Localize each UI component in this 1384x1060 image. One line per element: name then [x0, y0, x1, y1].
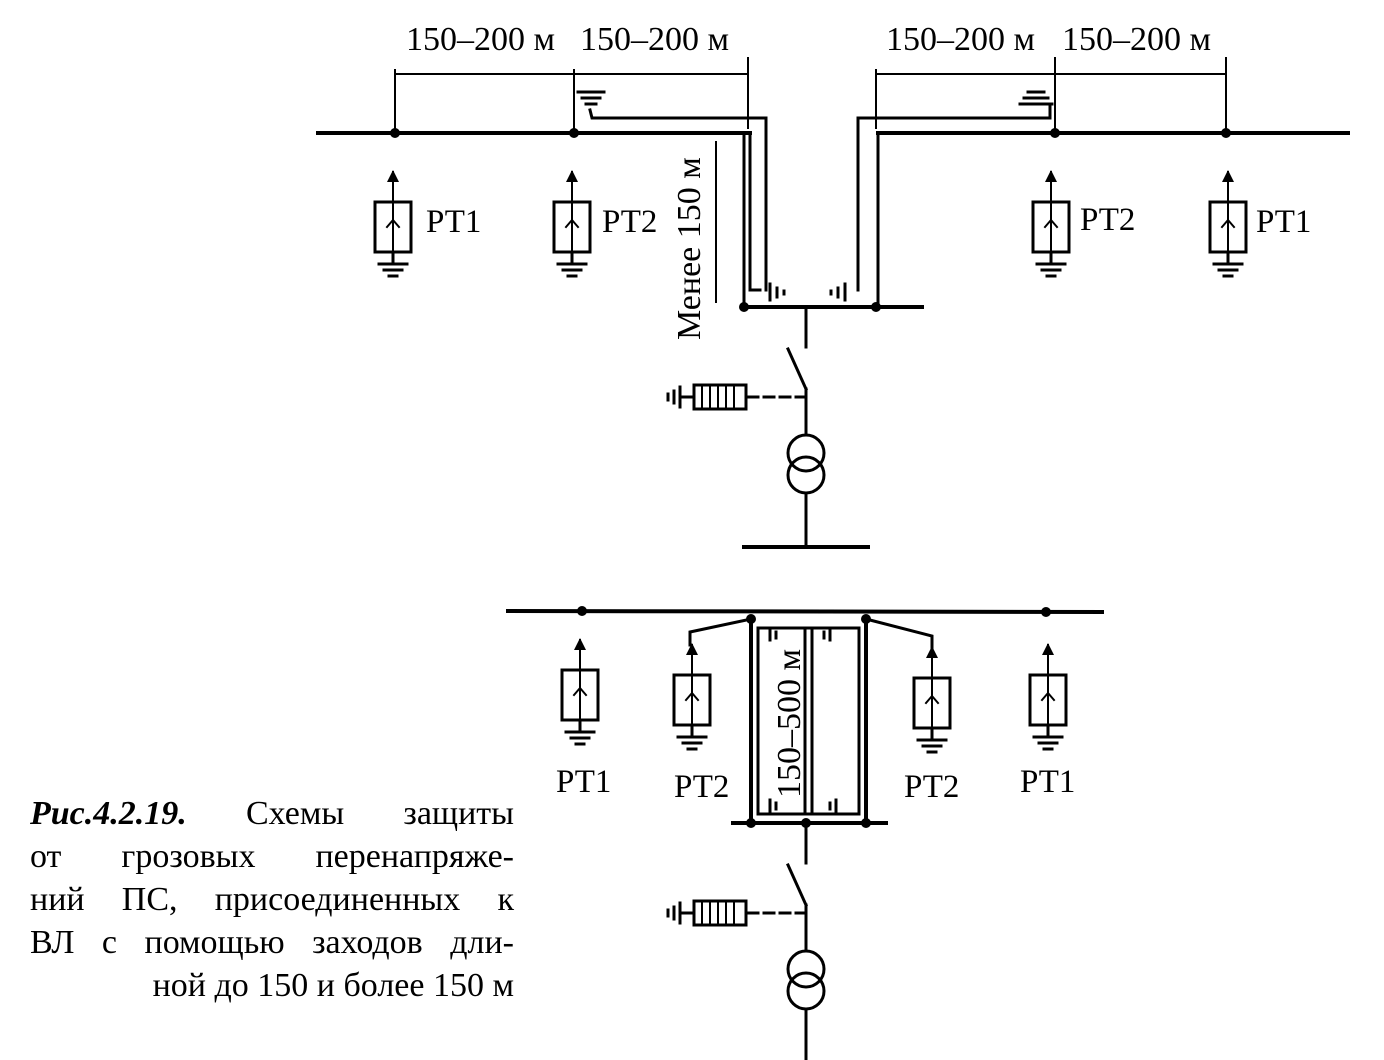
- bottom-vertical-label: 150–500 м: [771, 649, 808, 798]
- bottom-scheme: 150–500 м РТ1 РТ2 РТ2 РТ1: [505, 606, 1105, 1060]
- bottom-transformer-group: [666, 821, 870, 1060]
- top-arrester-rt2-right: РТ2: [1031, 168, 1135, 278]
- bottom-tie-lines: [749, 617, 868, 825]
- top-span-label-4: 150–200 м: [1062, 21, 1211, 58]
- top-arrester-label: РТ1: [426, 204, 481, 240]
- figure-number: Рис.4.2.19.: [30, 795, 187, 832]
- caption-line-1-rest: Схемы защиты: [245, 795, 514, 832]
- bottom-junction-dots: [577, 606, 1051, 828]
- top-dimension-lines: [394, 57, 1227, 129]
- caption-line-1: Рис.4.2.19. Схемы защиты: [30, 792, 514, 835]
- bottom-arrester-rt2-right: РТ2: [904, 644, 959, 805]
- bottom-arrester-rt1-left: РТ1: [556, 636, 611, 800]
- bottom-arrester-label: РТ2: [904, 769, 959, 805]
- top-vertical-label: Менее 150 м: [671, 157, 708, 340]
- top-arrester-label: РТ2: [1080, 202, 1135, 238]
- figure-caption: Рис.4.2.19. Схемы защиты от грозовых пер…: [30, 792, 514, 1007]
- top-arrester-rt1-right: РТ1: [1208, 168, 1311, 278]
- caption-line-2: от грозовых перенапряже-: [30, 838, 514, 875]
- top-ground-wires: [576, 90, 1054, 309]
- bottom-arrester-label: РТ2: [674, 769, 729, 805]
- top-arrester-rt1-left: РТ1: [373, 168, 481, 278]
- top-arrester-rt2-left: РТ2: [552, 168, 657, 278]
- bottom-line: [505, 608, 1105, 615]
- top-scheme: 150–200 м 150–200 м 150–200 м 150–200 м: [316, 21, 1350, 549]
- caption-line-4: ВЛ с помощью заходов дли-: [30, 924, 514, 961]
- bottom-arrester-label: РТ1: [556, 764, 611, 800]
- top-arrester-label: РТ1: [1256, 204, 1311, 240]
- top-span-label-3: 150–200 м: [886, 21, 1035, 58]
- top-span-label-2: 150–200 м: [580, 21, 729, 58]
- caption-line-5: ной до 150 и более 150 м: [152, 967, 514, 1004]
- top-span-label-1: 150–200 м: [406, 21, 555, 58]
- bottom-arrester-rt1-right: РТ1: [1020, 641, 1075, 800]
- top-transformer-group: [666, 305, 870, 549]
- caption-line-3: ний ПС, присоединенных к: [30, 881, 514, 918]
- bottom-rt2-right-link: [864, 617, 934, 650]
- bottom-arrester-label: РТ1: [1020, 764, 1075, 800]
- bottom-arrester-rt2-left: РТ2: [672, 641, 729, 805]
- bottom-rt2-left-link: [688, 617, 753, 647]
- top-arrester-label: РТ2: [602, 204, 657, 240]
